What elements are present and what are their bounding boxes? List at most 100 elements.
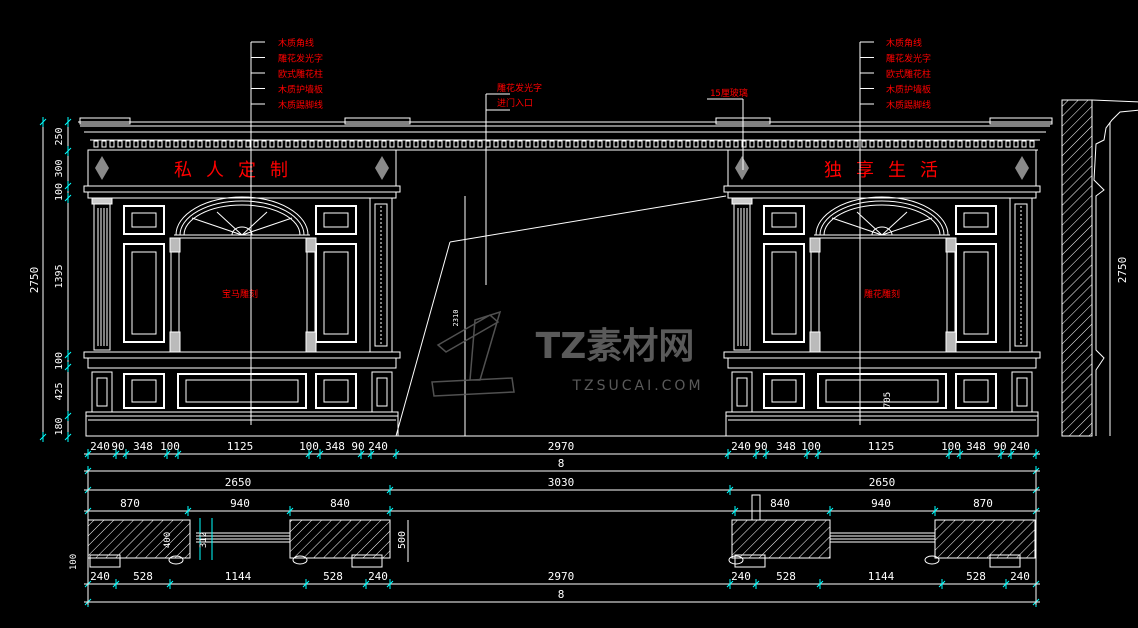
dimension-label: 240 <box>1010 570 1030 583</box>
upper-panel-inner <box>323 212 349 228</box>
section-wall <box>1061 99 1093 437</box>
column-capital <box>169 237 181 253</box>
watermark-logo <box>431 310 515 397</box>
dimension-label: 528 <box>133 570 153 583</box>
watermark-icon <box>431 310 515 397</box>
arch-molding <box>823 204 941 236</box>
left-center-label: 宝马雕刻 <box>222 288 258 300</box>
hatched-wall-block <box>731 519 831 559</box>
dentil <box>381 140 387 148</box>
dimension-tick <box>163 449 171 459</box>
tall-panel <box>763 243 805 343</box>
vertical-dimension-label: 180 <box>54 417 65 435</box>
plinth-band <box>723 351 1041 359</box>
fluted-pilaster <box>733 203 751 351</box>
left-title-text: 私人定制 <box>174 160 302 181</box>
dentil <box>205 140 211 148</box>
dentil <box>517 140 523 148</box>
annotation-label: 雕花发光字 <box>278 53 323 65</box>
dimension-label: 1144 <box>868 570 895 583</box>
dimension-label: 3030 <box>548 476 575 489</box>
annotation-label: 木质护墙板 <box>278 84 323 96</box>
annotation-label: 进门入口 <box>497 97 533 109</box>
lower-panel <box>123 373 165 409</box>
dentil <box>197 140 203 148</box>
dentil <box>589 140 595 148</box>
dentil <box>773 140 779 148</box>
dentil <box>493 140 499 148</box>
cornice <box>78 117 1053 151</box>
dentil <box>733 140 739 148</box>
dentil <box>525 140 531 148</box>
dentil <box>725 140 731 148</box>
dentil <box>909 140 915 148</box>
tall-panel-inner <box>131 251 157 335</box>
dentil <box>925 140 931 148</box>
dimension-tick <box>803 449 811 459</box>
rosette-ornament <box>375 156 389 180</box>
fanlight-spoke <box>191 217 243 236</box>
dentil <box>533 140 539 148</box>
dentil <box>997 140 1003 148</box>
dentil <box>541 140 547 148</box>
dentil <box>869 140 875 148</box>
dentil <box>181 140 187 148</box>
dimension-label: 840 <box>330 497 350 510</box>
tall-panel <box>955 243 997 343</box>
fanlight-spoke <box>831 217 883 236</box>
dimension-tick <box>305 449 313 459</box>
dimension-tick <box>931 506 939 516</box>
dimension-tick <box>64 350 72 360</box>
dimension-label: 940 <box>871 497 891 510</box>
dimension-tick <box>956 449 964 459</box>
dimension-tick <box>814 449 822 459</box>
dentil <box>325 140 331 148</box>
plan-base-step <box>734 554 766 568</box>
dentil <box>317 140 323 148</box>
dentil <box>941 140 947 148</box>
dimension-label: 528 <box>323 570 343 583</box>
dimension-label: 348 <box>776 440 796 453</box>
column-base <box>305 331 317 353</box>
dimension-tick <box>816 579 824 589</box>
dimension-label: 1144 <box>225 570 252 583</box>
arch-molding <box>819 200 945 236</box>
floor-plan <box>87 494 1036 568</box>
dentil <box>837 140 843 148</box>
dimension-label: 840 <box>770 497 790 510</box>
door-stop <box>924 555 940 565</box>
dentil <box>1029 140 1035 148</box>
dentil <box>789 140 795 148</box>
column-shaft <box>306 251 316 333</box>
capital-band <box>87 191 397 199</box>
annotation-label: 木质角线 <box>886 37 922 49</box>
dimension-tick <box>1007 449 1015 459</box>
dimension-tick <box>357 449 365 459</box>
column-capital <box>809 237 821 253</box>
dentil <box>245 140 251 148</box>
dimension-tick <box>386 506 394 516</box>
dimension-label: 90 <box>111 440 124 453</box>
dimension-label: 870 <box>120 497 140 510</box>
fanlight-spoke <box>881 211 908 236</box>
tall-panel <box>315 243 357 343</box>
dentil <box>389 140 395 148</box>
dentil <box>637 140 643 148</box>
rosette-ornament <box>1015 156 1029 180</box>
dentil <box>485 140 491 148</box>
dentil <box>821 140 827 148</box>
dentil <box>349 140 355 148</box>
column-capital <box>305 237 317 253</box>
dimension-tick <box>752 579 760 589</box>
dentil <box>965 140 971 148</box>
plan-side-label: 312 <box>199 532 209 548</box>
dentil <box>709 140 715 148</box>
dentil <box>477 140 483 148</box>
perspective-line <box>395 241 451 437</box>
dentil <box>845 140 851 148</box>
dentil <box>973 140 979 148</box>
dimension-tick <box>64 432 72 442</box>
dentil <box>413 140 419 148</box>
dentil <box>149 140 155 148</box>
